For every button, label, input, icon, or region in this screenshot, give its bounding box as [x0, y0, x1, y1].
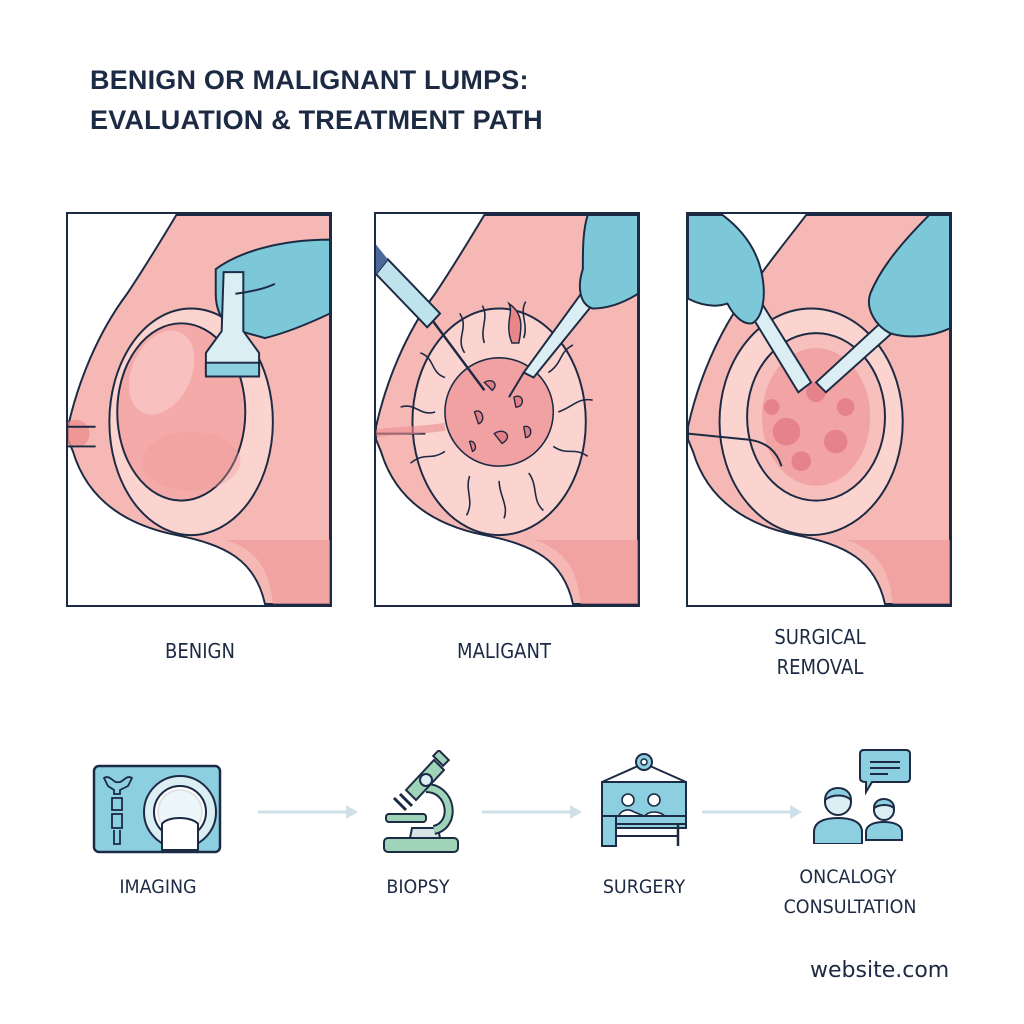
microscope-icon: [382, 748, 462, 854]
caption-surgical-line-1: SURGICAL: [774, 625, 866, 649]
surgical-removal-panel: [686, 212, 952, 607]
step-label-biopsy: BIOPSY: [386, 876, 450, 898]
arrow-imaging-to-biopsy: [258, 804, 358, 820]
arrow-biopsy-to-surgery: [482, 804, 582, 820]
step-label-consultation: ONCALOGY CONSULTATION: [783, 862, 917, 922]
gloved-hand: [578, 214, 638, 310]
benign-panel: [66, 212, 332, 607]
step-label-imaging: IMAGING: [119, 876, 197, 898]
malignant-illustration: [376, 214, 638, 605]
arrow-surgery-to-consultation: [702, 804, 802, 820]
footer-website: website.com: [810, 958, 950, 983]
title-line-1: BENIGN OR MALIGNANT LUMPS:: [90, 65, 529, 95]
operating-room-icon: [598, 752, 690, 848]
ultrasound-probe-icon: [204, 271, 261, 378]
page-title: BENIGN OR MALIGNANT LUMPS: EVALUATION & …: [90, 60, 543, 140]
caption-benign: BENIGN: [165, 639, 235, 663]
benign-illustration: [68, 214, 330, 605]
malignant-tumor: [444, 357, 555, 467]
step-label-surgery: SURGERY: [602, 876, 686, 898]
surgical-removal-illustration: [688, 214, 950, 605]
speech-bubble-icon: [859, 749, 911, 796]
gloved-hand-left: [688, 214, 765, 325]
title-line-2: EVALUATION & TREATMENT PATH: [90, 105, 543, 135]
caption-surgical-line-2: REMOVAL: [776, 655, 864, 679]
step-label-consultation-line-1: ONCALOGY: [799, 866, 897, 888]
caption-surgical-removal: SURGICAL REMOVAL: [730, 622, 910, 682]
step-label-consultation-line-2: CONSULTATION: [783, 896, 917, 918]
biopsy-needle-icon: [376, 244, 486, 392]
gloved-hand-right: [868, 214, 950, 338]
caption-malignant: MALIGANT: [457, 639, 551, 663]
malignant-panel: [374, 212, 640, 607]
tumor-spicules: [400, 301, 593, 519]
mri-scanner-icon: [92, 764, 222, 854]
consultation-icon: [810, 748, 914, 845]
excised-tumor: [761, 347, 871, 486]
